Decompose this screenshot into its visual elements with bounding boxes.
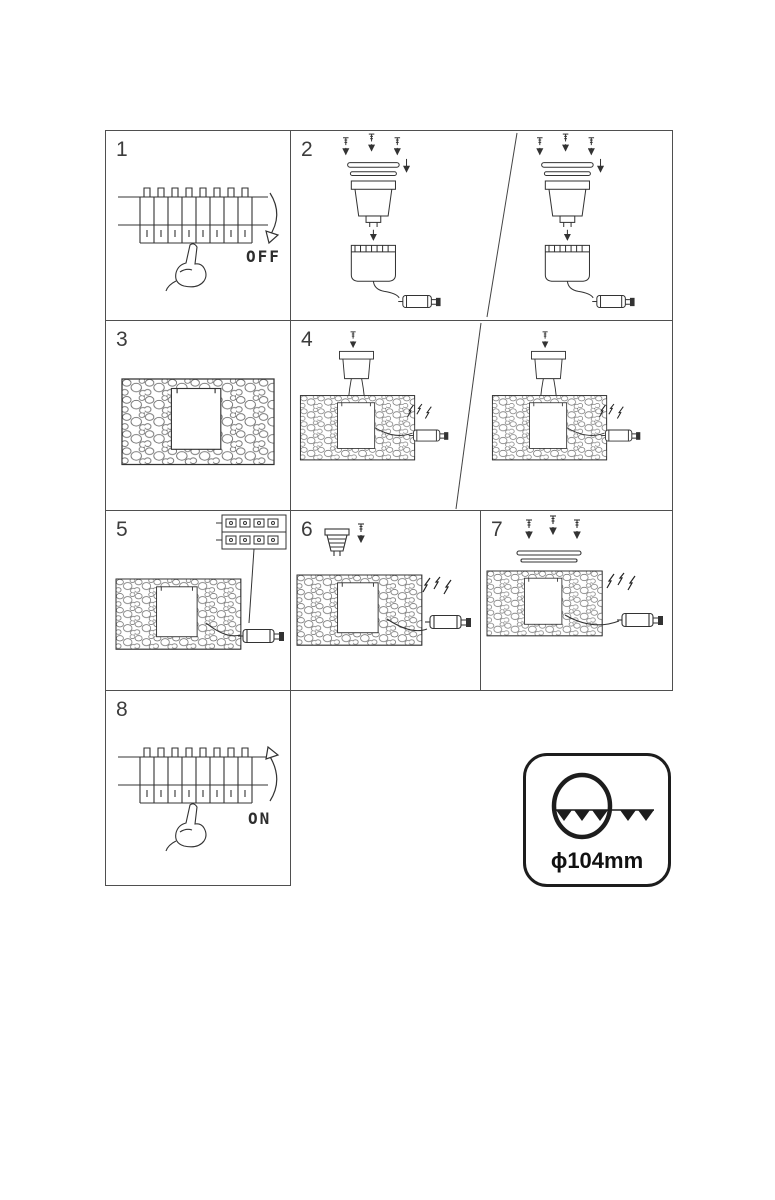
screw-icon — [574, 520, 580, 538]
sparks-icon — [422, 576, 452, 595]
terminal-block-inset — [216, 514, 287, 550]
step-3-panel: 3 — [105, 320, 291, 511]
driver-box — [424, 614, 472, 630]
hole-saw-badge: ϕ104mm — [523, 753, 671, 887]
ground-cutout — [121, 378, 275, 466]
step-1-panel: 1 OFF — [105, 130, 291, 321]
step-number: 3 — [116, 328, 128, 351]
step-6-panel: 6 — [290, 510, 481, 691]
step-number: 5 — [116, 518, 128, 541]
driver-box — [616, 612, 664, 628]
fixture-into-hole — [300, 332, 448, 460]
spot-lamp — [324, 528, 350, 556]
step-number: 1 — [116, 138, 128, 161]
step-7-panel: 7 — [480, 510, 673, 691]
on-label: ON — [248, 809, 272, 828]
rotate-arrowhead — [265, 230, 280, 245]
cover-plates — [516, 550, 582, 563]
breaker-off-drawing — [117, 187, 280, 292]
exploded-fixture — [537, 134, 635, 307]
hole-diameter-label: ϕ104mm — [551, 848, 643, 873]
step-8-panel: 8 ON — [105, 690, 291, 886]
screw-icon — [526, 520, 532, 538]
exploded-fixture-drawing — [291, 132, 672, 318]
wiring-drawing — [115, 514, 287, 650]
ground-cutout — [296, 574, 423, 646]
exploded-fixture — [343, 134, 441, 307]
hole-saw-icon: ϕ104mm — [551, 772, 654, 873]
lamp-install-drawing — [296, 511, 472, 646]
step-4-panel: 4 — [290, 320, 673, 511]
screw-icon — [358, 524, 364, 542]
step-number: 8 — [116, 698, 128, 721]
step-number: 2 — [301, 138, 313, 161]
saw-teeth — [556, 810, 654, 821]
screw-icon — [550, 516, 556, 534]
driver-box — [237, 628, 285, 644]
step-number: 4 — [301, 328, 313, 351]
sparks-icon — [606, 572, 636, 591]
step-2-panel: 2 — [290, 130, 673, 321]
ground-hole-drawing — [121, 378, 275, 466]
step-number: 7 — [491, 518, 503, 541]
cover-install-drawing — [486, 511, 664, 637]
fixture-into-hole — [492, 332, 640, 460]
rotate-arrowhead — [265, 745, 280, 760]
step-5-panel: 5 — [105, 510, 291, 691]
breaker-on-drawing — [117, 745, 280, 852]
step-number: 6 — [301, 518, 313, 541]
ground-cutout — [486, 570, 603, 637]
off-label: OFF — [246, 247, 281, 266]
circuit-breaker — [117, 187, 269, 292]
ground-cutout — [115, 578, 242, 650]
circuit-breaker — [117, 747, 269, 852]
insert-fixture-drawing — [291, 322, 672, 510]
